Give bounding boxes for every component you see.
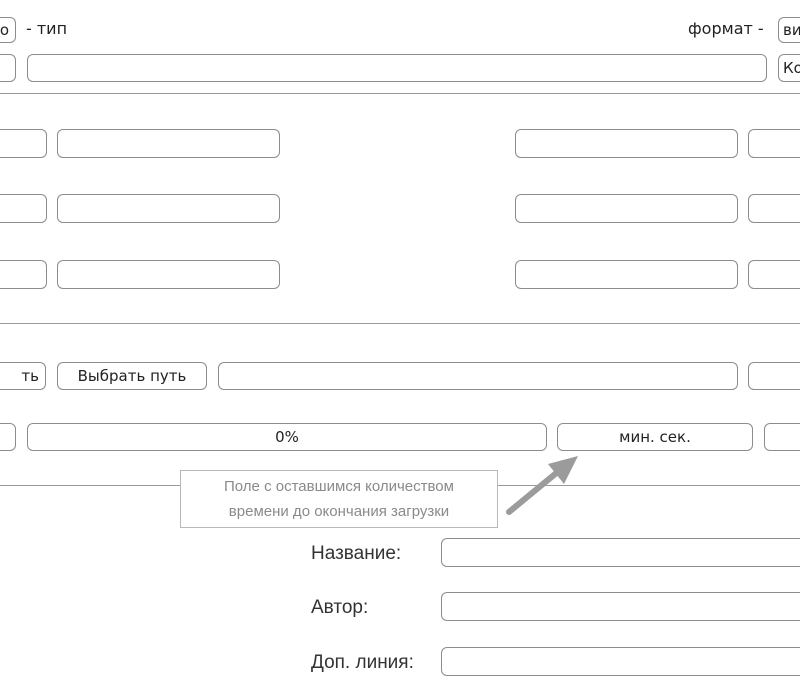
- divider-top: [0, 93, 800, 94]
- annotation-line-2: времени до окончания загрузки: [228, 503, 450, 520]
- title-label: Название:: [311, 543, 402, 564]
- annotation-line-1: Поле с оставшимся количеством: [224, 478, 454, 495]
- type-label: - тип: [26, 19, 68, 38]
- time-remaining-field: мин. сек.: [557, 423, 753, 451]
- field-r2-a[interactable]: [0, 194, 47, 223]
- path-left-button[interactable]: ть: [0, 362, 46, 390]
- field-r2-d[interactable]: [748, 194, 800, 223]
- row2-right-button[interactable]: Ко: [778, 54, 800, 82]
- row2-left-field[interactable]: [0, 54, 16, 82]
- format-label: формат -: [688, 19, 764, 38]
- author-label: Автор:: [311, 597, 369, 618]
- download-progress-bar: 0%: [27, 423, 547, 451]
- progress-right-field: [764, 423, 800, 451]
- path-input[interactable]: [218, 362, 738, 390]
- path-right-field[interactable]: [748, 362, 800, 390]
- field-r3-a[interactable]: [0, 260, 47, 289]
- type-select[interactable]: о: [0, 17, 16, 43]
- progress-left-field: [0, 423, 16, 451]
- field-r1-b[interactable]: [57, 129, 280, 158]
- author-input[interactable]: [441, 592, 800, 621]
- title-input[interactable]: [441, 538, 800, 567]
- url-input[interactable]: [27, 54, 767, 82]
- field-r3-d[interactable]: [748, 260, 800, 289]
- field-r1-c[interactable]: [515, 129, 738, 158]
- field-r3-c[interactable]: [515, 260, 738, 289]
- format-select[interactable]: ви: [778, 17, 800, 43]
- field-r1-d[interactable]: [748, 129, 800, 158]
- extra-line-label: Доп. линия:: [311, 652, 414, 673]
- divider-middle: [0, 323, 800, 324]
- field-r2-c[interactable]: [515, 194, 738, 223]
- field-r2-b[interactable]: [57, 194, 280, 223]
- extra-line-input[interactable]: [441, 647, 800, 676]
- choose-path-button[interactable]: Выбрать путь: [57, 362, 207, 390]
- field-r3-b[interactable]: [57, 260, 280, 289]
- annotation-callout: Поле с оставшимся количеством времени до…: [180, 470, 498, 528]
- field-r1-a[interactable]: [0, 129, 47, 158]
